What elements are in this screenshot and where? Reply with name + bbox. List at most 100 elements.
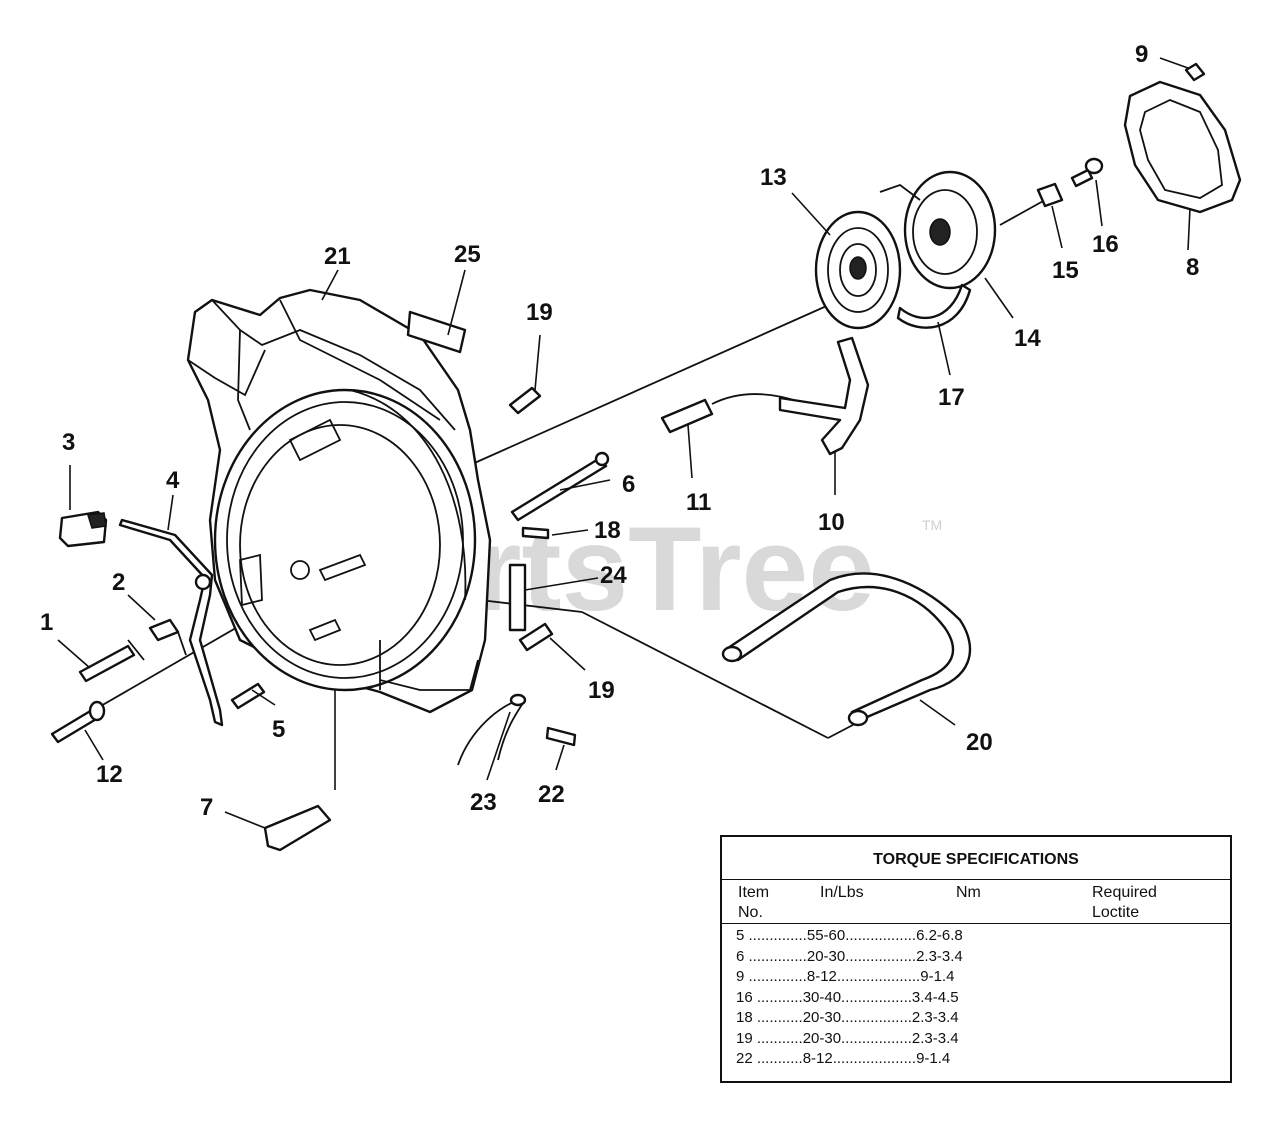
leader-14 <box>984 277 1014 319</box>
leader-18 <box>551 529 589 536</box>
callout-22: 22 <box>538 781 565 808</box>
pulley-14 <box>879 170 997 290</box>
handle-20-end-a <box>721 645 743 663</box>
callout-20: 20 <box>966 729 993 756</box>
torque-table-header-divider <box>722 923 1230 924</box>
spring-2 <box>148 618 180 642</box>
callout-8: 8 <box>1186 254 1199 281</box>
callout-19-upper: 19 <box>526 299 553 326</box>
recoil-spring-13 <box>814 210 902 330</box>
screw-16-head <box>1084 157 1104 175</box>
leader-12 <box>84 729 104 761</box>
header-no: No. <box>738 904 763 921</box>
callout-3: 3 <box>62 429 75 456</box>
leader-4 <box>167 494 174 531</box>
leader-5 <box>251 689 276 706</box>
callout-23: 23 <box>470 789 497 816</box>
bolt-6 <box>510 456 608 522</box>
assembly-line-pawl <box>999 199 1046 226</box>
callout-15: 15 <box>1052 257 1079 284</box>
assembly-line-housing-starter <box>469 299 841 466</box>
starter-handle-10 <box>778 336 870 456</box>
callout-14: 14 <box>1014 325 1041 352</box>
leader-23 <box>486 711 511 781</box>
screw-18 <box>521 526 550 540</box>
screw-9 <box>1184 62 1206 82</box>
callout-12: 12 <box>96 761 123 788</box>
shaft-1-pin <box>127 639 145 661</box>
plate-8-inner <box>1139 99 1223 199</box>
leader-2 <box>127 594 156 621</box>
callout-11: 11 <box>686 489 711 516</box>
pad-7 <box>263 804 332 852</box>
header-loctite: Loctite <box>1092 904 1140 921</box>
table-row: 5 ..............55-60.................6.… <box>736 927 963 944</box>
handle-20-end-b <box>847 709 869 727</box>
callout-21: 21 <box>324 243 351 270</box>
part-3-detail <box>87 512 107 529</box>
callout-4: 4 <box>166 467 180 494</box>
callout-5: 5 <box>272 716 285 743</box>
blower-housing <box>186 288 492 714</box>
table-row: 18 ...........20-30.................2.3-… <box>736 1009 959 1026</box>
leader-13 <box>791 192 831 236</box>
screw-5 <box>230 682 266 710</box>
leader-1 <box>57 639 91 669</box>
callout-1: 1 <box>40 609 53 636</box>
torque-table-rows: 5 ..............55-60.................6.… <box>736 926 963 1070</box>
callout-18: 18 <box>594 517 621 544</box>
leader-25 <box>447 269 466 336</box>
torque-table-divider <box>722 879 1230 880</box>
callout-17: 17 <box>938 384 965 411</box>
screw-19-lower <box>518 622 554 652</box>
leader-21 <box>321 269 339 301</box>
callout-2: 2 <box>112 569 125 596</box>
callout-13: 13 <box>760 164 787 191</box>
clip-23 <box>509 693 527 707</box>
leader-22 <box>555 744 565 771</box>
decal-24 <box>508 563 527 632</box>
callout-24: 24 <box>600 562 627 589</box>
screw-22 <box>545 726 577 747</box>
pawl-15 <box>1036 182 1064 208</box>
table-row: 6 ..............20-30.................2.… <box>736 947 963 965</box>
table-row: 16 ...........30-40.................3.4-… <box>736 988 959 1006</box>
leader-9 <box>1159 57 1189 69</box>
bolt-12-head <box>88 700 106 722</box>
leader-19b <box>549 637 586 671</box>
callout-6: 6 <box>622 471 635 498</box>
header-inlbs: In/Lbs <box>820 884 864 901</box>
rope-11 <box>660 398 714 434</box>
callout-7: 7 <box>200 794 213 821</box>
screw-16 <box>1070 168 1094 188</box>
leader-19a <box>534 334 541 391</box>
leader-6 <box>559 479 611 491</box>
leader-16 <box>1095 179 1103 227</box>
handle-20 <box>726 572 972 722</box>
watermark-tm: TM <box>922 517 942 533</box>
plate-8 <box>1123 80 1242 214</box>
assembly-line-handle-2 <box>581 611 829 739</box>
spring-2-end <box>177 631 187 656</box>
header-required: Required <box>1092 884 1157 901</box>
lever-4-pivot <box>194 573 212 591</box>
bolt-6-head <box>594 451 610 467</box>
table-row: 22 ...........8-12....................9-… <box>736 1050 951 1067</box>
leader-20 <box>919 699 956 726</box>
callout-9: 9 <box>1135 41 1148 68</box>
decal-25 <box>406 310 467 354</box>
leader-15 <box>1051 205 1063 249</box>
wire-23 <box>457 699 521 766</box>
leader-7 <box>224 811 266 829</box>
shaft-1 <box>78 644 136 683</box>
rope-guide-17 <box>896 283 972 329</box>
callout-19-lower: 19 <box>588 677 615 704</box>
table-row: 19 ...........20-30.................2.3-… <box>736 1029 959 1047</box>
table-row: 9 ..............8-12....................… <box>736 968 955 985</box>
callout-10: 10 <box>818 509 845 536</box>
callout-25: 25 <box>454 241 481 268</box>
leader-8 <box>1187 207 1191 251</box>
screw-19-upper <box>508 386 542 415</box>
callout-16: 16 <box>1092 231 1119 258</box>
assembly-line-handle <box>479 599 583 613</box>
